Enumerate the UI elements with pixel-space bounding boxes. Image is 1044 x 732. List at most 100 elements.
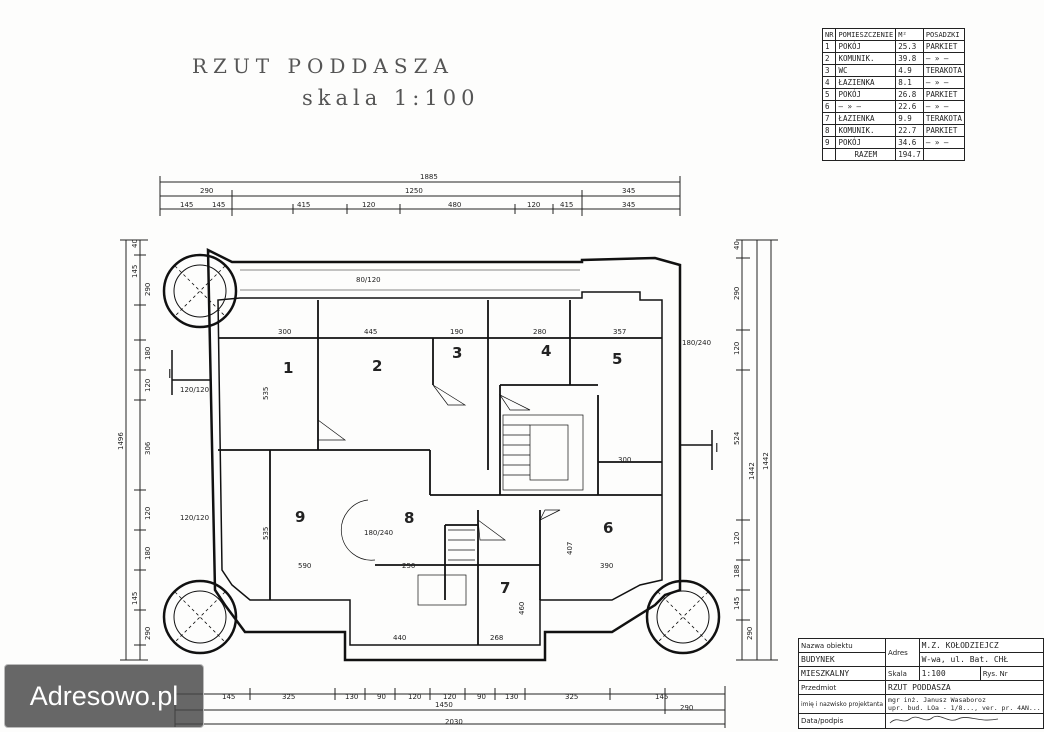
dim-right-2: 290 bbox=[733, 287, 741, 300]
dim-right-6: 188 bbox=[733, 565, 741, 578]
legend-total-row: RAZEM 194.7 bbox=[821, 148, 965, 161]
room-number-5: 5 bbox=[612, 350, 622, 368]
dim-int-3: 190 bbox=[450, 328, 463, 336]
dim-left-total: 1496 bbox=[117, 432, 125, 450]
dim-top-mid-2: 1250 bbox=[405, 187, 423, 195]
tb-object-value-2: MIESZKALNY bbox=[797, 666, 887, 681]
room-number-9: 9 bbox=[295, 508, 305, 526]
dim-top-chain-5: 480 bbox=[448, 201, 461, 209]
dim-bottom-chain-3: 130 bbox=[345, 693, 358, 701]
dim-left-4: 180 bbox=[144, 347, 152, 360]
dim-bottom-side: 290 bbox=[680, 704, 693, 712]
staircase-lower bbox=[417, 529, 475, 606]
dim-left-3: 290 bbox=[144, 283, 152, 296]
room-number-1: 1 bbox=[283, 359, 293, 377]
dim-left-7: 120 bbox=[144, 507, 152, 520]
dim-bottom-chain-9: 325 bbox=[565, 693, 578, 701]
tb-subject-value: RZUT PODDASZA bbox=[885, 680, 1044, 695]
dim-bottom-chain-6: 120 bbox=[443, 693, 456, 701]
legend-total-value: 194.7 bbox=[895, 148, 924, 161]
dim-right-7: 145 bbox=[733, 597, 741, 610]
dim-right-4: 524 bbox=[733, 431, 741, 445]
turret-bottom-right bbox=[645, 579, 721, 655]
door-room7 bbox=[477, 519, 507, 541]
dim-right-total: 1442 bbox=[762, 452, 770, 470]
dim-left-2: 145 bbox=[131, 265, 139, 278]
dim-left-8: 180 bbox=[144, 547, 152, 560]
dim-int-20: 180/240 bbox=[682, 339, 711, 347]
tb-subject-label: Przedmiot bbox=[797, 680, 887, 695]
tb-designer-label: imię i nazwisko projektanta bbox=[797, 694, 887, 714]
dim-top-chain-1: 145 bbox=[180, 201, 193, 209]
dim-right-mid: 1442 bbox=[748, 462, 756, 480]
dim-int-7: 80/120 bbox=[356, 276, 381, 284]
dim-top-chain-3: 415 bbox=[297, 201, 310, 209]
legend-total-empty-2 bbox=[922, 148, 965, 161]
dim-top-chain-8: 345 bbox=[622, 201, 635, 209]
tb-drawing-label: Rys. Nr bbox=[979, 666, 1044, 681]
door-room1 bbox=[317, 419, 347, 441]
dim-left-6: 306 bbox=[144, 441, 152, 455]
dim-int-13: 390 bbox=[600, 562, 613, 570]
dim-int-9: 535 bbox=[262, 527, 270, 540]
dim-int-18: 120/120 bbox=[180, 386, 209, 394]
door-room6 bbox=[539, 509, 561, 521]
dim-top-chain-7: 415 bbox=[560, 201, 573, 209]
legend-total-empty bbox=[821, 148, 837, 161]
staircase-upper bbox=[502, 414, 584, 491]
dim-left-5: 120 bbox=[144, 379, 152, 392]
tb-object-value-1: BUDYNEK bbox=[797, 652, 887, 667]
legend-total-label: RAZEM bbox=[835, 148, 897, 161]
tb-designer-value-1: mgr inż. Janusz Wasaboroz bbox=[888, 696, 986, 704]
dim-top-chain-2: 145 bbox=[212, 201, 225, 209]
tb-address-value-2: W-wa, ul. Bat. CHŁ bbox=[918, 652, 1044, 667]
room-number-8: 8 bbox=[404, 509, 414, 527]
turret-bottom-left bbox=[162, 579, 238, 655]
tb-scale-value: 1:100 bbox=[918, 666, 981, 681]
dim-int-1: 300 bbox=[278, 328, 291, 336]
dim-int-10: 590 bbox=[298, 562, 311, 570]
dim-bottom-chain-8: 130 bbox=[505, 693, 518, 701]
tb-designer-value: mgr inż. Janusz Wasaboroz upr. bud. LOa … bbox=[885, 694, 1044, 714]
dim-int-19: 120/120 bbox=[180, 514, 209, 522]
dim-int-8: 300 bbox=[618, 456, 631, 464]
dim-top-chain-4: 120 bbox=[362, 201, 375, 209]
dim-int-12: 180/240 bbox=[364, 529, 393, 537]
dim-int-17: 407 bbox=[566, 542, 574, 555]
dim-right-5: 120 bbox=[733, 532, 741, 545]
dim-right-8: 290 bbox=[746, 627, 754, 640]
plan-title: RZUT PODDASZA bbox=[192, 54, 454, 78]
dim-int-6: 535 bbox=[262, 387, 270, 400]
room-number-3: 3 bbox=[452, 344, 462, 362]
tb-object-label: Nazwa obiektu bbox=[797, 638, 887, 653]
door-room4 bbox=[498, 394, 531, 411]
dim-bottom-chain-7: 90 bbox=[477, 693, 486, 701]
room-number-2: 2 bbox=[372, 357, 382, 375]
dim-bottom-chain-5: 120 bbox=[408, 693, 421, 701]
tb-signature bbox=[885, 713, 1044, 729]
legend-cell-nr: 8 bbox=[821, 124, 837, 137]
tb-address-value-1: M.Z. KOŁODZIEJCZ bbox=[918, 638, 1044, 653]
signature-scribble bbox=[889, 715, 999, 724]
tb-scale-label: Skala bbox=[885, 666, 920, 681]
dim-bottom-chain-2: 325 bbox=[282, 693, 295, 701]
dim-bottom-mid: 1450 bbox=[435, 701, 453, 709]
watermark-badge: Adresowo.pl bbox=[4, 664, 204, 728]
dim-bottom-chain-10: 145 bbox=[655, 693, 668, 701]
dim-int-4: 280 bbox=[533, 328, 546, 336]
dim-int-15: 440 bbox=[393, 634, 406, 642]
legend-header-row: NR POMIESZCZENIE M² POSADZKI bbox=[821, 28, 965, 41]
tb-date-label: Data/podpis bbox=[797, 713, 887, 729]
dim-top-mid-1: 290 bbox=[200, 187, 213, 195]
building-inner-wall bbox=[217, 291, 663, 646]
turret-top-left bbox=[162, 253, 238, 329]
dim-bottom-total: 2030 bbox=[445, 718, 463, 726]
dim-left-10: 290 bbox=[144, 627, 152, 640]
